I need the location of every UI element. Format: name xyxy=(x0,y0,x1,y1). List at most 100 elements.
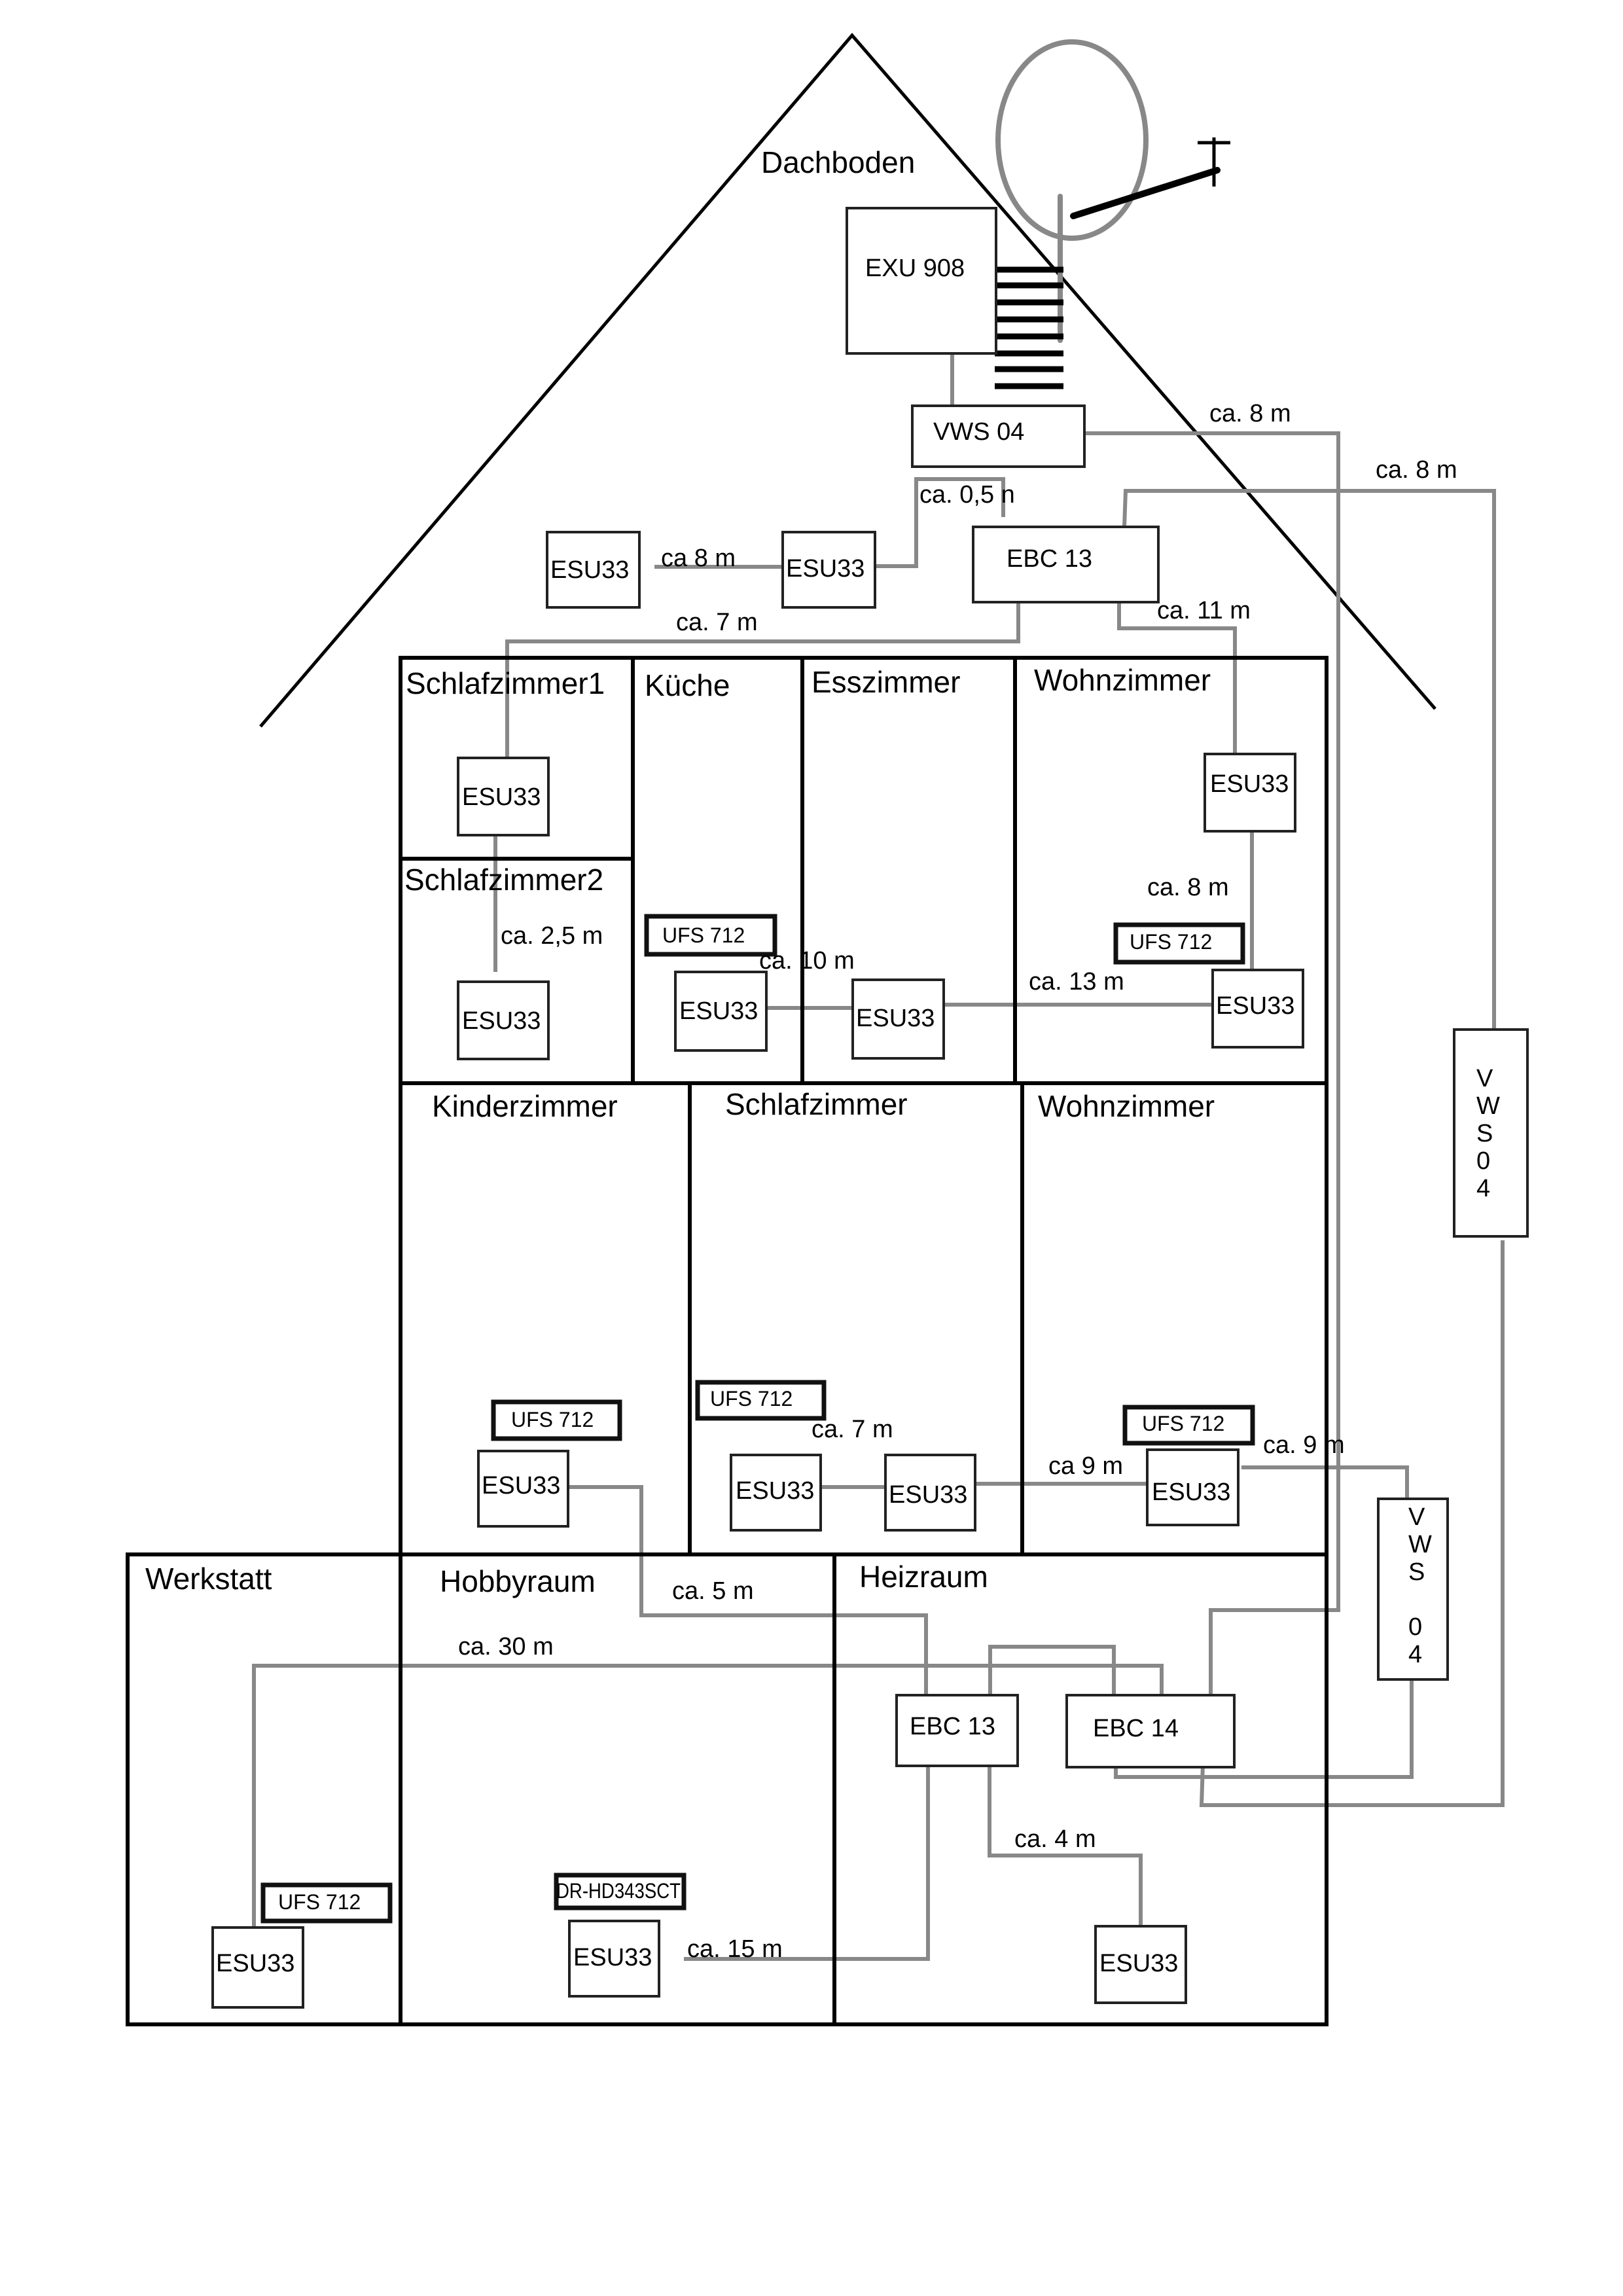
room-label-schlafzimmer1: Schlafzimmer1 xyxy=(406,666,605,700)
length-label: ca. 7 m xyxy=(812,1416,893,1443)
ebc-13-basement-label: EBC 13 xyxy=(910,1713,995,1740)
length-label: ca. 4 m xyxy=(1014,1825,1096,1853)
esu33-label: ESU33 xyxy=(216,1950,294,1977)
esu33-label: ESU33 xyxy=(1210,770,1289,798)
vws-letter: W xyxy=(1476,1092,1500,1120)
feed-cables-icon xyxy=(995,266,1063,389)
room-label-dachboden: Dachboden xyxy=(761,145,915,179)
length-label: ca. 8 m xyxy=(1147,874,1229,901)
ufs-712-label: UFS 712 xyxy=(1142,1412,1224,1435)
esu33-label: ESU33 xyxy=(550,556,629,584)
ufs-712-label: UFS 712 xyxy=(710,1387,793,1410)
length-label: ca 9 m xyxy=(1048,1452,1123,1480)
vws-04-vertical-upper[interactable]: V W S 0 4 xyxy=(1453,1028,1529,1238)
length-label: ca. 10 m xyxy=(759,947,855,975)
roof-outline xyxy=(259,33,1436,728)
vws-letter: V xyxy=(1408,1503,1425,1531)
ebc-13-attic[interactable]: EBC 13 xyxy=(972,526,1160,603)
receiver-dr-hd343sct[interactable]: DR-HD343SCT xyxy=(554,1873,687,1910)
room-label-esszimmer: Esszimmer xyxy=(812,665,960,699)
esu33-label: ESU33 xyxy=(1152,1479,1230,1506)
length-label: ca. 13 m xyxy=(1029,968,1124,996)
esu33-wohnzimmer-middle[interactable]: ESU33 xyxy=(1146,1448,1240,1526)
ebc-13-attic-label: EBC 13 xyxy=(1007,545,1092,573)
length-label: ca. 0,5 n xyxy=(919,481,1015,509)
esu33-schlafzimmer-right[interactable]: ESU33 xyxy=(884,1454,976,1532)
ebc-13-basement[interactable]: EBC 13 xyxy=(895,1694,1019,1767)
vws-04-vertical-lower[interactable]: V W S 0 4 xyxy=(1377,1498,1449,1681)
esu33-label: ESU33 xyxy=(462,783,541,811)
length-label: ca. 15 m xyxy=(687,1935,783,1963)
vws-letter: 0 xyxy=(1408,1613,1422,1641)
esu33-attic-right[interactable]: ESU33 xyxy=(781,531,876,609)
ufs-712-wohnzimmer-upper[interactable]: UFS 712 xyxy=(1113,922,1245,965)
ufs-712-wohnzimmer-middle[interactable]: UFS 712 xyxy=(1122,1405,1255,1446)
receiver-label: DR-HD343SCT xyxy=(556,1879,681,1903)
room-label-kueche: Küche xyxy=(645,668,730,702)
room-label-schlafzimmer: Schlafzimmer xyxy=(725,1087,908,1121)
vws-04-top[interactable]: VWS 04 xyxy=(911,404,1086,468)
vws-letter: 4 xyxy=(1476,1175,1490,1202)
satellite-dish-icon xyxy=(995,39,1149,241)
esu33-label: ESU33 xyxy=(786,555,865,583)
lnb-arm-icon xyxy=(1070,167,1221,219)
esu33-kinderzimmer[interactable]: ESU33 xyxy=(477,1450,569,1528)
esu33-schlafzimmer1[interactable]: ESU33 xyxy=(457,757,550,836)
esu33-werkstatt[interactable]: ESU33 xyxy=(211,1926,304,2009)
ufs-712-label: UFS 712 xyxy=(662,924,745,947)
vws-letter: 0 xyxy=(1476,1147,1490,1175)
esu33-label: ESU33 xyxy=(889,1481,967,1509)
length-label: ca. 5 m xyxy=(672,1577,754,1605)
ufs-712-schlafzimmer[interactable]: UFS 712 xyxy=(695,1380,827,1421)
ufs-712-label: UFS 712 xyxy=(511,1408,594,1431)
exu-908-multiswitch[interactable]: EXU 908 xyxy=(846,207,997,355)
esu33-attic-left[interactable]: ESU33 xyxy=(546,531,641,609)
esu33-hobbyraum[interactable]: ESU33 xyxy=(568,1920,660,1998)
esu33-label: ESU33 xyxy=(1216,992,1294,1020)
length-label: ca. 8 m xyxy=(1209,400,1291,427)
esu33-label: ESU33 xyxy=(1099,1950,1178,1977)
ufs-712-label: UFS 712 xyxy=(1130,930,1212,954)
esu33-label: ESU33 xyxy=(736,1477,814,1505)
esu33-label: ESU33 xyxy=(856,1005,935,1032)
ufs-712-kueche[interactable]: UFS 712 xyxy=(644,914,777,957)
vws-04-top-label: VWS 04 xyxy=(933,418,1024,446)
length-label: ca. 30 m xyxy=(458,1633,554,1660)
vws-letter: S xyxy=(1408,1558,1425,1586)
room-label-wohnzimmer-upper: Wohnzimmer xyxy=(1034,663,1211,697)
ufs-712-label: UFS 712 xyxy=(278,1890,361,1914)
room-label-hobbyraum: Hobbyraum xyxy=(440,1564,596,1598)
building-walls xyxy=(126,656,1329,2026)
vws-letter: 4 xyxy=(1408,1641,1422,1668)
length-label: ca. 2,5 m xyxy=(501,922,603,950)
length-label: ca. 11 m xyxy=(1157,597,1251,624)
esu33-label: ESU33 xyxy=(679,997,758,1025)
vws-letter: W xyxy=(1408,1531,1432,1558)
esu33-label: ESU33 xyxy=(573,1944,652,1971)
esu33-wohnzimmer-upper-bottom[interactable]: ESU33 xyxy=(1211,969,1304,1049)
length-label: ca. 8 m xyxy=(1376,456,1457,484)
length-label: ca. 9 m xyxy=(1263,1431,1345,1459)
exu-908-label: EXU 908 xyxy=(865,255,965,282)
esu33-label: ESU33 xyxy=(462,1007,541,1035)
ufs-712-werkstatt[interactable]: UFS 712 xyxy=(260,1882,393,1924)
ebc-14-basement[interactable]: EBC 14 xyxy=(1065,1694,1236,1768)
vws-letter: V xyxy=(1476,1065,1493,1092)
cables xyxy=(252,353,1505,1964)
room-label-wohnzimmer-middle: Wohnzimmer xyxy=(1038,1089,1215,1123)
room-label-schlafzimmer2: Schlafzimmer2 xyxy=(404,863,603,897)
esu33-esszimmer[interactable]: ESU33 xyxy=(851,978,945,1060)
room-label-heizraum: Heizraum xyxy=(859,1560,988,1594)
ebc-14-basement-label: EBC 14 xyxy=(1093,1715,1179,1742)
esu33-label: ESU33 xyxy=(482,1472,560,1499)
room-label-werkstatt: Werkstatt xyxy=(145,1562,272,1596)
esu33-schlafzimmer2[interactable]: ESU33 xyxy=(457,980,550,1060)
esu33-heizraum[interactable]: ESU33 xyxy=(1094,1925,1187,2004)
esu33-kueche[interactable]: ESU33 xyxy=(674,971,768,1052)
esu33-schlafzimmer-left[interactable]: ESU33 xyxy=(730,1454,822,1532)
ufs-712-kinderzimmer[interactable]: UFS 712 xyxy=(491,1399,622,1441)
esu33-wohnzimmer-upper-top[interactable]: ESU33 xyxy=(1204,753,1296,833)
vws-letter: S xyxy=(1476,1120,1493,1147)
length-label: ca 8 m xyxy=(661,545,736,572)
